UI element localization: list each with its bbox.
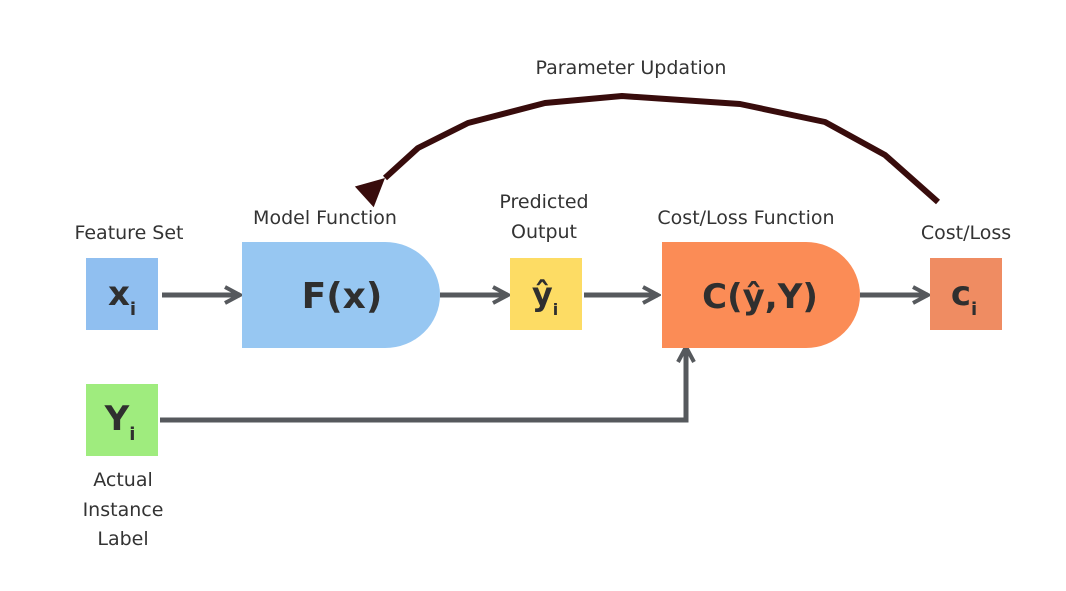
actual-label-symbol: Yi xyxy=(104,399,136,445)
cost-loss-box xyxy=(930,258,1002,330)
model-function-box xyxy=(242,242,440,348)
actual-label-caption-line3: Label xyxy=(97,528,148,550)
predicted-output-symbol: ŷi xyxy=(532,275,558,319)
cost-function-symbol: C(ŷ,Y) xyxy=(702,277,818,317)
feature-set-symbol: xi xyxy=(108,274,136,320)
predicted-output-label-line1: Predicted xyxy=(499,191,588,213)
cost-loss-label: Cost/Loss xyxy=(921,222,1011,244)
predicted-output-box xyxy=(510,258,582,330)
cost-function-box xyxy=(662,242,860,348)
actual-label-caption-line2: Instance xyxy=(83,499,164,521)
model-function-symbol: F(x) xyxy=(302,276,383,317)
actual-label-caption-line1: Actual xyxy=(93,469,153,491)
parameter-updation-label: Parameter Updation xyxy=(536,57,727,79)
feature-set-label: Feature Set xyxy=(74,222,183,244)
parameter-updation-arrow xyxy=(354,93,940,208)
actual-label-box xyxy=(86,384,158,456)
predicted-output-label-line2: Output xyxy=(511,221,577,243)
arrow-label-to-cost-fn xyxy=(160,347,686,423)
cost-function-label: Cost/Loss Function xyxy=(657,207,834,229)
feature-set-box xyxy=(86,258,158,330)
model-function-label: Model Function xyxy=(253,207,397,229)
cost-loss-symbol: ci xyxy=(951,274,977,320)
